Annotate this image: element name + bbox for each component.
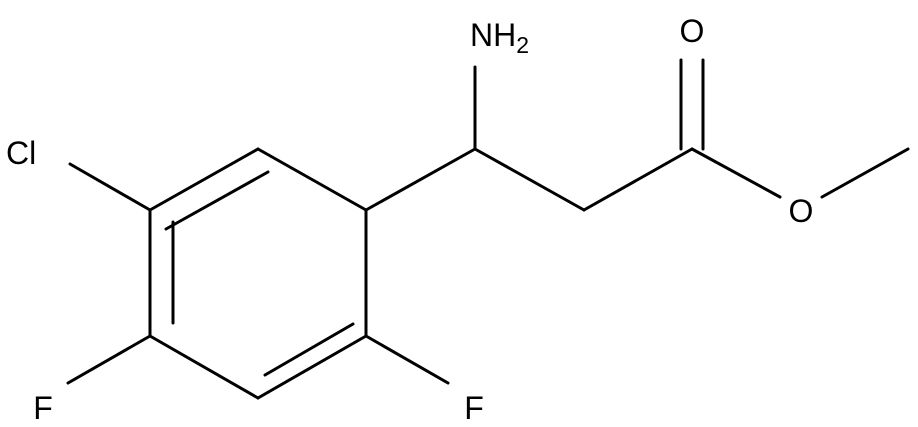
bond-ester-oxygen-to-methyl <box>820 147 910 199</box>
substituent-bonds <box>66 58 910 385</box>
bond-carbonyl-to-ester-oxygen <box>690 147 782 199</box>
chlorine-label: Cl <box>6 135 36 171</box>
bond-c5-c6 <box>256 334 368 400</box>
bond-ring-to-fluorine-4 <box>66 334 152 385</box>
bond-c5-c6-inner <box>263 322 355 377</box>
fluorine-4-label: F <box>33 390 53 426</box>
bond-c1-c2 <box>256 147 368 212</box>
bond-ring-to-fluorine-2 <box>364 334 450 385</box>
bond-ch2-to-carbonyl <box>582 147 694 212</box>
ester-oxygen-label: O <box>789 193 814 229</box>
nh2-subscript: 2 <box>516 32 529 58</box>
atom-labels: NH2 O O Cl F F <box>6 13 813 426</box>
bond-ring-to-chlorine <box>68 162 152 212</box>
bond-c4-c5 <box>148 334 260 400</box>
fluorine-2-label: F <box>464 390 484 426</box>
bond-c2-c3-inner <box>164 170 270 231</box>
bond-chiral-carbon-to-ch2 <box>473 147 586 212</box>
nh2-label: NH2 <box>470 17 529 58</box>
bond-ring-to-chiral-carbon <box>364 147 477 212</box>
bond-c2-c3 <box>148 147 260 212</box>
nh2-main: NH <box>470 17 516 53</box>
benzene-ring <box>148 147 368 400</box>
carbonyl-oxygen-label: O <box>680 13 705 49</box>
